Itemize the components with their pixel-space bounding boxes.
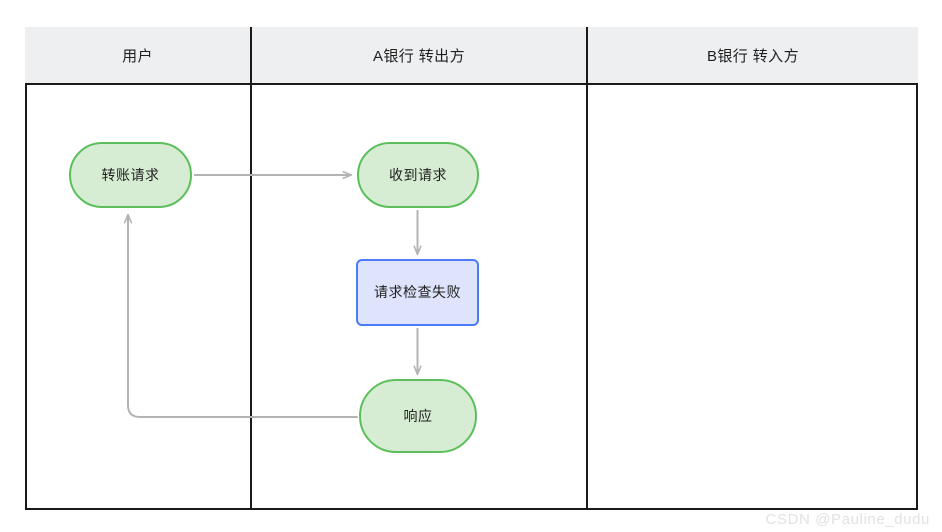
node-transfer-request-label: 转账请求 [101,166,160,183]
lane-divider-user-banka [250,85,252,510]
lane-header-bank-b-label: B银行 转入方 [707,47,799,65]
node-received-request-label: 收到请求 [389,166,447,183]
lane-divider-banka-bankb [586,85,588,510]
swimlane-header-row: 用户 A银行 转出方 B银行 转入方 [25,27,918,85]
node-response[interactable]: 响应 [359,379,477,453]
node-check-failed-label: 请求检查失败 [374,284,461,301]
node-transfer-request[interactable]: 转账请求 [69,142,192,208]
lane-header-user-label: 用户 [122,47,153,65]
node-response-label: 响应 [403,407,433,424]
watermark: CSDN @Pauline_dudu [765,511,930,528]
lane-header-bank-b: B银行 转入方 [588,27,918,85]
lane-header-user: 用户 [25,27,252,85]
lane-header-bank-a-label: A银行 转出方 [373,47,465,65]
node-received-request[interactable]: 收到请求 [357,142,479,208]
lane-header-bank-a: A银行 转出方 [252,27,588,85]
node-check-failed[interactable]: 请求检查失败 [356,259,479,326]
